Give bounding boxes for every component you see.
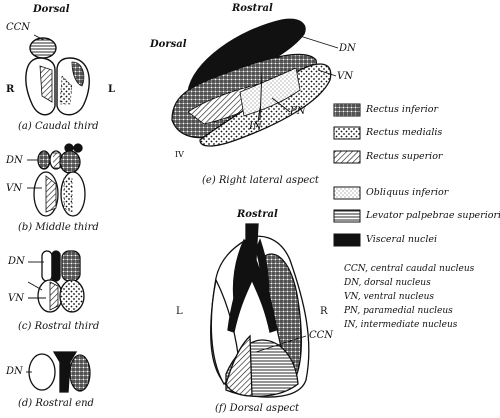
legend-label-rectus-medialis: Rectus medialis (366, 127, 443, 138)
panel-c-rostral-third (37, 250, 85, 313)
panel-a-l-label: L (108, 84, 116, 95)
leader-lines (26, 34, 339, 373)
panel-d-rostral-end (28, 351, 91, 393)
panel-e-rostral-label: Rostral (232, 3, 273, 14)
panel-a-caption: (a) Caudal third (18, 121, 99, 132)
panel-e-dn-label: DN (339, 43, 356, 54)
panel-e-pn-label: PN (290, 106, 306, 117)
panel-e-caption: (e) Right lateral aspect (202, 175, 319, 186)
abbr-dn: DN, dorsal nucleus (344, 278, 431, 288)
panel-b-vn-label: VN (6, 183, 22, 194)
abbr-in: IN, intermediate nucleus (344, 320, 458, 330)
legend-swatch-rectus-inferior (333, 103, 361, 117)
legend-swatch-levator (333, 209, 361, 223)
panel-d-dn-label: DN (6, 366, 23, 377)
panel-f-l-label: L (176, 306, 183, 317)
legend-label-visceral: Visceral nuclei (366, 234, 438, 245)
legend-label-obliquus-inferior: Obliquus inferior (366, 187, 449, 198)
panel-e-right-lateral (171, 18, 332, 147)
panel-b-middle-third (33, 143, 86, 217)
panel-f-dorsal-aspect (210, 223, 310, 398)
panel-e-dorsal-label: Dorsal (150, 39, 187, 50)
legend-swatch-obliquus-inferior (333, 186, 361, 200)
legend-label-rectus-superior: Rectus superior (366, 151, 443, 162)
panel-c-caption: (c) Rostral third (18, 321, 100, 332)
panel-a-r-label: R (6, 84, 15, 95)
panel-f-caption: (f) Dorsal aspect (215, 403, 300, 414)
panel-f-ccn-label: CCN (309, 330, 334, 341)
panel-f-rostral-label: Rostral (237, 209, 278, 220)
legend-label-levator: Levator palpebrae superioris (366, 210, 500, 221)
panel-a-caudal-third (25, 37, 90, 116)
panel-b-caption: (b) Middle third (18, 222, 99, 233)
legend-swatch-rectus-medialis (333, 126, 361, 140)
abbr-ccn: CCN, central caudal nucleus (344, 264, 475, 274)
panel-e-iv-label: IV (175, 150, 184, 159)
legend-swatch-rectus-superior (333, 150, 361, 164)
panel-d-caption: (d) Rostral end (18, 398, 94, 409)
abbr-vn: VN, ventral nucleus (344, 292, 435, 302)
panel-f-r-label: R (320, 306, 328, 317)
panel-a-ccn-label: CCN (6, 22, 31, 33)
panel-c-vn-label: VN (8, 293, 24, 304)
legend-label-rectus-inferior: Rectus inferior (366, 104, 439, 115)
legend-swatches (333, 103, 361, 247)
panel-b-dn-label: DN (6, 155, 23, 166)
abbr-pn: PN, paramedial nucleus (344, 306, 453, 316)
panel-c-dn-label: DN (8, 256, 25, 267)
panel-e-in-label: IN (249, 121, 262, 132)
panel-a-dorsal-label: Dorsal (33, 4, 70, 15)
legend-swatch-visceral (333, 233, 361, 247)
panel-e-vn-label: VN (337, 71, 353, 82)
